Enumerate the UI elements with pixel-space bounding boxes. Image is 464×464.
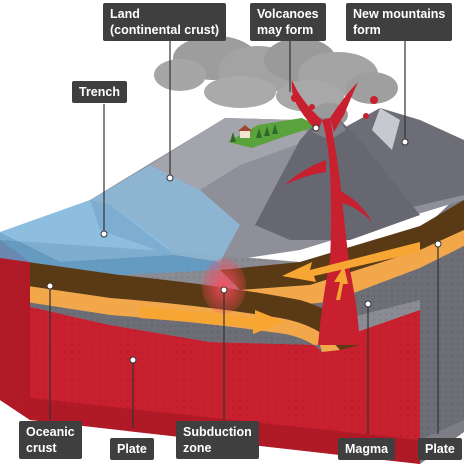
pointer-lines — [49, 40, 439, 434]
label-mountains-line1: New mountains — [353, 7, 446, 21]
label-plate-right-line1: Plate — [425, 442, 455, 456]
cross-section — [0, 200, 464, 464]
pointer-dots — [46, 124, 442, 364]
label-mountains-line2: form — [353, 23, 381, 37]
subduction-glow — [202, 258, 246, 314]
ocean-water — [0, 232, 220, 275]
label-plate-left: Plate — [110, 438, 154, 460]
left-plate-arrow — [140, 306, 285, 334]
label-plate-right: Plate — [418, 438, 462, 460]
label-volcanoes: Volcanoes may form — [250, 3, 326, 41]
label-oceanic-line2: crust — [26, 441, 57, 455]
label-magma-line1: Magma — [345, 442, 389, 456]
house — [238, 125, 252, 138]
label-land: Land (continental crust) — [103, 3, 227, 41]
right-plate-arrow — [282, 242, 420, 282]
label-subduction-line1: Subduction — [183, 425, 252, 439]
ocean-top — [0, 200, 175, 262]
label-subduction-line2: zone — [183, 441, 212, 455]
smoke-cloud — [154, 36, 398, 127]
label-plate-left-line1: Plate — [117, 442, 147, 456]
label-subduction-zone: Subduction zone — [176, 421, 259, 459]
label-oceanic-crust: Oceanic crust — [19, 421, 82, 459]
label-land-line1: Land — [110, 7, 140, 21]
label-mountains: New mountains form — [346, 3, 453, 41]
label-trench: Trench — [72, 81, 127, 103]
trees — [230, 124, 278, 142]
label-magma: Magma — [338, 438, 396, 460]
label-oceanic-line1: Oceanic — [26, 425, 75, 439]
label-land-line2: (continental crust) — [110, 23, 220, 37]
label-volcanoes-line2: may form — [257, 23, 314, 37]
trench-water — [90, 165, 240, 262]
label-volcanoes-line1: Volcanoes — [257, 7, 319, 21]
magma-plume — [318, 118, 360, 345]
label-trench-line1: Trench — [79, 85, 120, 99]
magma-rise-arrow — [334, 266, 348, 300]
